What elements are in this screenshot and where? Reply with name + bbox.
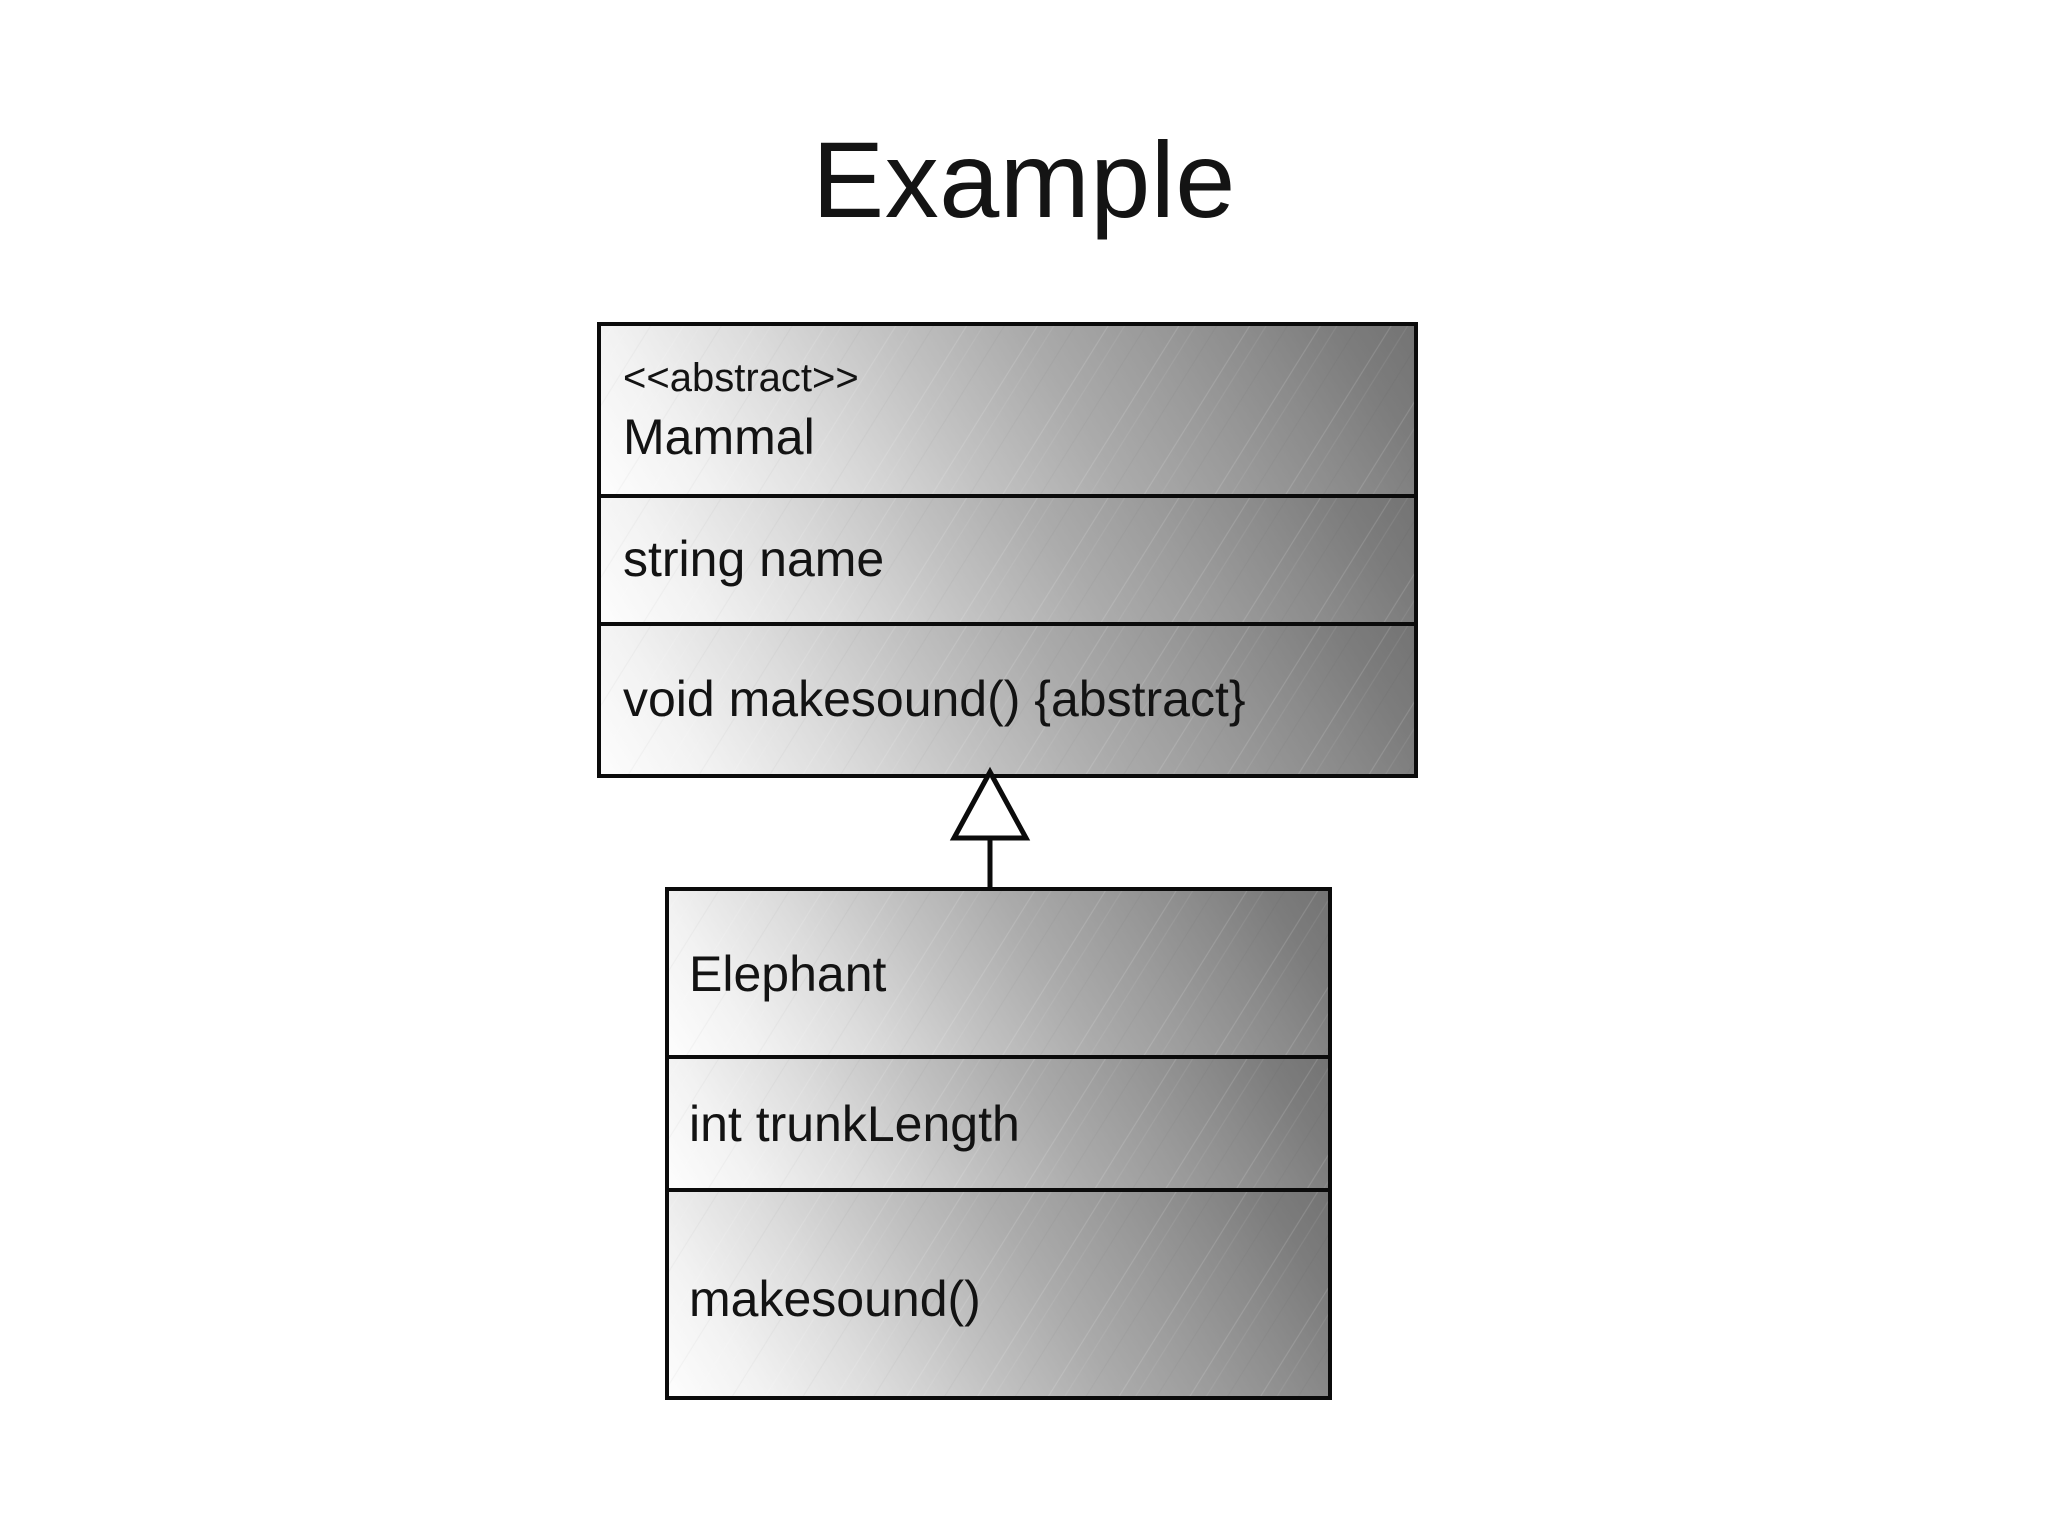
uml-class-mammal[interactable]: <<abstract>> Mammal string name void mak… xyxy=(597,322,1418,778)
uml-class-mammal-stereotype: <<abstract>> xyxy=(623,356,859,400)
uml-class-elephant-header: Elephant xyxy=(669,891,1328,1055)
uml-operation-item: void makesound() {abstract} xyxy=(623,671,1246,727)
hollow-triangle-icon xyxy=(949,766,1031,841)
uml-class-elephant-operations: makesound() xyxy=(669,1188,1328,1396)
uml-class-mammal-header: <<abstract>> Mammal xyxy=(601,326,1414,494)
uml-class-elephant-name: Elephant xyxy=(689,946,887,1002)
uml-class-mammal-name: Mammal xyxy=(623,409,815,465)
uml-attribute-item: string name xyxy=(623,531,885,587)
uml-class-mammal-operations: void makesound() {abstract} xyxy=(601,622,1414,774)
uml-operation-item: makesound() xyxy=(689,1271,981,1327)
uml-class-elephant-attributes: int trunkLength xyxy=(669,1055,1328,1188)
generalization-arrow xyxy=(940,766,1050,892)
page-title: Example xyxy=(812,119,1236,240)
uml-attribute-item: int trunkLength xyxy=(689,1096,1020,1152)
uml-class-mammal-attributes: string name xyxy=(601,494,1414,622)
uml-class-elephant[interactable]: Elephant int trunkLength makesound() xyxy=(665,887,1332,1400)
